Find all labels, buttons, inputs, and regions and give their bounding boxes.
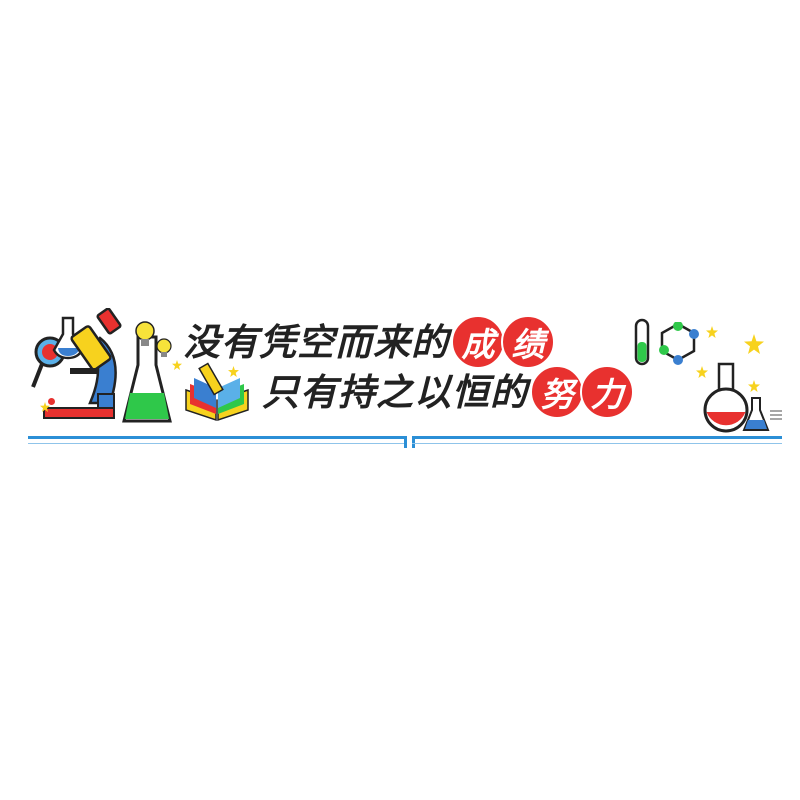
star-icon bbox=[696, 366, 708, 378]
test-tube-icon bbox=[634, 318, 650, 366]
star-icon bbox=[744, 334, 764, 354]
highlight-char: 成 bbox=[451, 315, 505, 369]
highlight-char: 努 bbox=[530, 365, 584, 419]
highlight-char: 绩 bbox=[501, 315, 555, 369]
slogan-line-2-highlight: 努 力 bbox=[530, 365, 634, 419]
small-flask-icon bbox=[742, 397, 770, 431]
slogan-line-1-text: 没有凭空而来的 bbox=[183, 320, 449, 364]
magnifier-flask-icon bbox=[31, 316, 84, 388]
star-icon bbox=[748, 380, 760, 392]
slogan-line-1-highlight: 成 绩 bbox=[451, 315, 555, 369]
slogan-line-2-text: 只有持之以恒的 bbox=[262, 370, 528, 414]
bottom-rail-left-thin bbox=[28, 443, 404, 444]
bottom-rail-right-thin bbox=[412, 443, 782, 444]
molecule-icon bbox=[659, 322, 699, 365]
microscope-icon bbox=[43, 308, 122, 419]
bottom-rail-right bbox=[412, 436, 782, 439]
bottom-rail-left bbox=[28, 436, 404, 439]
rail-connector-left bbox=[404, 436, 407, 448]
star-icon bbox=[228, 366, 239, 377]
speed-lines-icon bbox=[770, 410, 782, 420]
highlight-char: 力 bbox=[580, 365, 634, 419]
round-flask-icon bbox=[703, 362, 749, 433]
star-icon bbox=[172, 360, 182, 370]
star-icon bbox=[706, 326, 718, 338]
beaker-icon bbox=[122, 335, 172, 423]
star-icon bbox=[40, 402, 50, 412]
rail-connector-right bbox=[412, 436, 415, 448]
star-icon bbox=[48, 398, 55, 405]
slogan-line-1: 没有凭空而来的 成 绩 bbox=[183, 315, 555, 369]
slogan-line-2: 只有持之以恒的 努 力 bbox=[262, 365, 634, 419]
lightbulb-icon bbox=[135, 321, 155, 346]
book-pencil-icon bbox=[185, 362, 249, 422]
lightbulb-icon bbox=[156, 338, 172, 357]
